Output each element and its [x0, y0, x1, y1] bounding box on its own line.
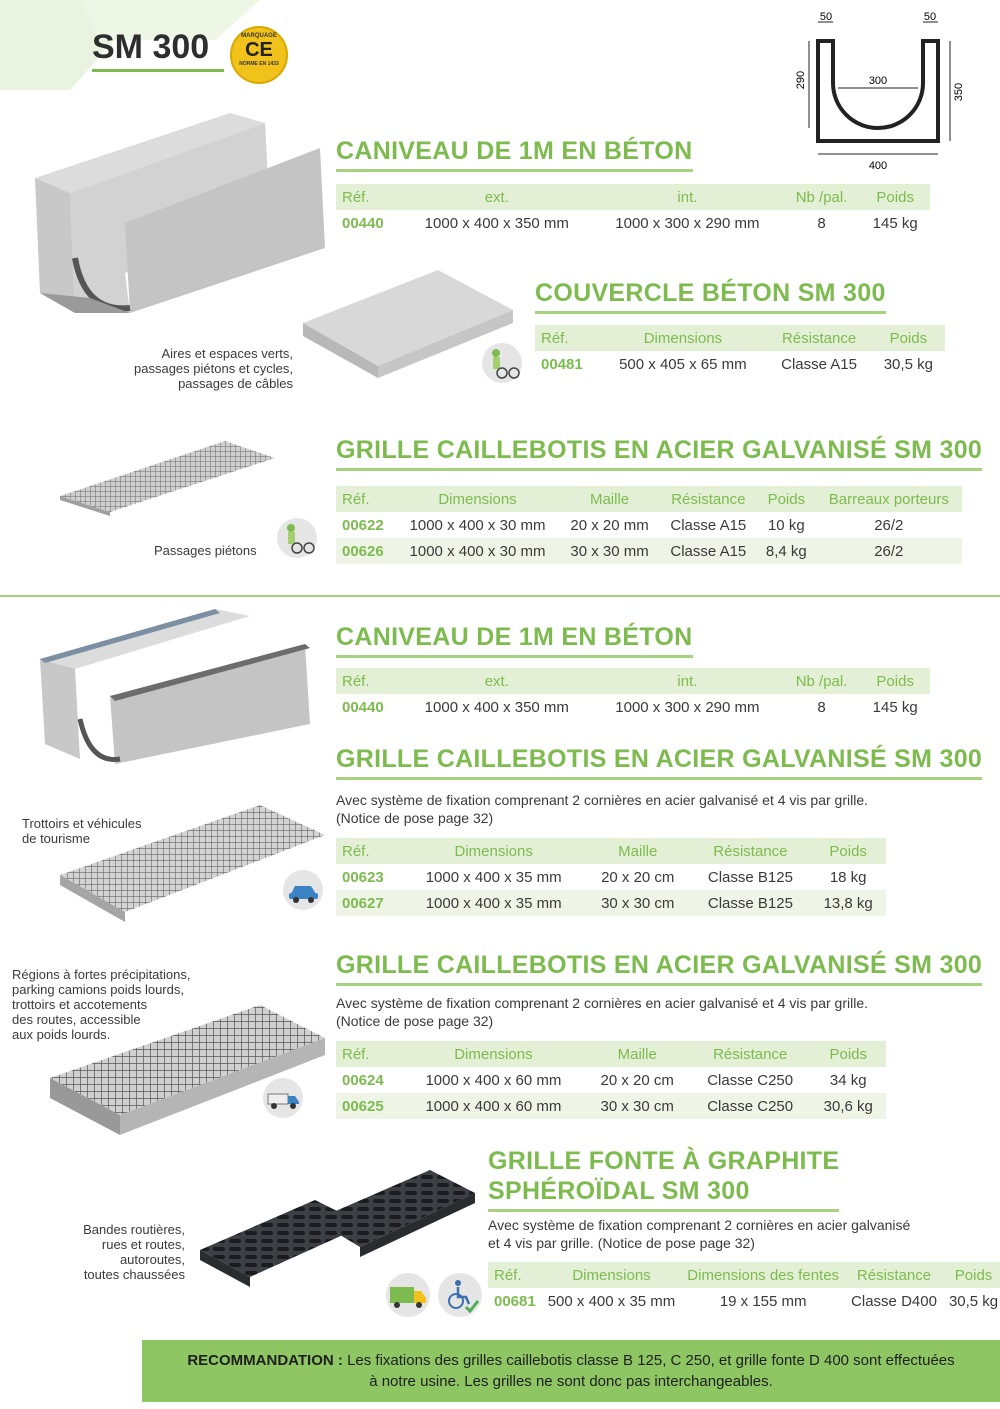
recommendation-line1: Les fixations des grilles caillebotis cl…	[347, 1352, 955, 1369]
truck-icon	[263, 1078, 303, 1118]
table-row: 00627 1000 x 400 x 35 mm 30 x 30 cm Clas…	[336, 890, 886, 916]
caniveau-spec-table: Réf. ext. int. Nb /pal. Poids 00440 1000…	[336, 184, 930, 236]
table-row: 00625 1000 x 400 x 60 mm 30 x 30 cm Clas…	[336, 1093, 886, 1119]
pedestrian-cyclist-icon	[277, 518, 317, 558]
table-header-row: Réf. ext. int. Nb /pal. Poids	[336, 184, 930, 210]
dim-left: 290	[795, 71, 807, 89]
table-header-row: Réf. Dimensions Maille Résistance Poids	[336, 838, 886, 864]
couvercle-title: COUVERCLE BÉTON SM 300	[535, 279, 886, 314]
caniveau-title: CANIVEAU DE 1M EN BÉTON	[336, 623, 693, 658]
dim-top-right: 50	[924, 11, 936, 23]
cross-section-diagram: 50 50 300 400 290 350	[795, 11, 965, 172]
table-row: 00440 1000 x 400 x 350 mm 1000 x 300 x 2…	[342, 214, 918, 232]
caniveau-beton-image	[40, 609, 310, 764]
table-header-row: Réf. Dimensions Dimensions des fentes Ré…	[488, 1262, 1000, 1288]
ce-mark-badge: MARQUAGE CE NORME EN 1433	[230, 26, 288, 84]
caniveau-spec-table: Réf. ext. int. Nb /pal. Poids 00440 1000…	[336, 668, 930, 720]
section-divider	[0, 595, 1000, 597]
table-header-row: Réf. Dimensions Résistance Poids	[535, 325, 945, 351]
dim-inner: 300	[869, 75, 887, 87]
grille-c250-description: Avec système de fixation comprenant 2 co…	[336, 995, 869, 1029]
wheelchair-accessible-icon	[438, 1273, 482, 1317]
table-header-row: Réf. Dimensions Maille Résistance Poids	[336, 1041, 886, 1067]
grille-b125-spec-table: Réf. Dimensions Maille Résistance Poids …	[336, 838, 886, 916]
caniveau-title: CANIVEAU DE 1M EN BÉTON	[336, 137, 693, 172]
grille-a15-spec-table: Réf. Dimensions Maille Résistance Poids …	[336, 486, 962, 564]
dim-right: 350	[953, 83, 965, 101]
table-row: 00622 1000 x 400 x 30 mm 20 x 20 mm Clas…	[342, 516, 904, 534]
recommendation-box: RECOMMANDATION : Les fixations des grill…	[142, 1340, 1000, 1402]
table-row: 00481 500 x 405 x 65 mm Classe A15 30,5 …	[541, 355, 933, 373]
grille-fonte-title: GRILLE FONTE À GRAPHITE SPHÉROÏDAL SM 30…	[488, 1146, 840, 1212]
grille-b125-title: GRILLE CAILLEBOTIS EN ACIER GALVANISÉ SM…	[336, 745, 983, 780]
page-title: SM 300	[92, 28, 224, 72]
couvercle-usage: Aires et espaces verts, passages piétons…	[134, 346, 293, 391]
table-row: 00440 1000 x 400 x 350 mm 1000 x 300 x 2…	[342, 698, 918, 716]
grille-caillebotis-c250-image	[50, 1005, 325, 1135]
grille-fonte-description: Avec système de fixation comprenant 2 co…	[488, 1217, 911, 1251]
grille-a15-usage: Passages piétons	[154, 543, 257, 558]
grille-c250-spec-table: Réf. Dimensions Maille Résistance Poids …	[336, 1041, 886, 1119]
pedestrian-cyclist-icon	[482, 343, 522, 383]
table-row: 00626 1000 x 400 x 30 mm 30 x 30 mm Clas…	[336, 538, 962, 564]
grille-b125-usage: Trottoirs et véhicules de tourisme	[22, 816, 142, 846]
grille-a15-title: GRILLE CAILLEBOTIS EN ACIER GALVANISÉ SM…	[336, 436, 983, 471]
couvercle-beton-image	[303, 270, 513, 378]
grille-fonte-spec-table: Réf. Dimensions Dimensions des fentes Ré…	[488, 1262, 1000, 1314]
grille-caillebotis-b125-image	[60, 805, 325, 922]
recommendation-line2: à notre usine. Les grilles ne sont donc …	[369, 1373, 773, 1390]
recommendation-label: RECOMMANDATION :	[187, 1352, 343, 1369]
grille-b125-description: Avec système de fixation comprenant 2 co…	[336, 792, 869, 826]
car-icon	[283, 870, 323, 910]
grille-fonte-usage: Bandes routières, rues et routes, autoro…	[83, 1222, 185, 1282]
grille-fonte-image	[200, 1170, 475, 1287]
table-row: 00681 500 x 400 x 35 mm 19 x 155 mm Clas…	[494, 1292, 999, 1310]
couvercle-spec-table: Réf. Dimensions Résistance Poids 00481 5…	[535, 325, 945, 377]
grille-c250-title: GRILLE CAILLEBOTIS EN ACIER GALVANISÉ SM…	[336, 951, 983, 986]
table-header-row: Réf. Dimensions Maille Résistance Poids …	[336, 486, 962, 512]
dim-bottom: 400	[869, 160, 887, 172]
dim-top-left: 50	[820, 11, 832, 23]
grille-c250-usage: Régions à fortes précipitations, parking…	[12, 967, 191, 1042]
table-row: 00624 1000 x 400 x 60 mm 20 x 20 cm Clas…	[342, 1071, 867, 1089]
header-decoration	[0, 0, 260, 90]
table-header-row: Réf. ext. int. Nb /pal. Poids	[336, 668, 930, 694]
caniveau-beton-image	[35, 113, 325, 313]
title-underline	[92, 69, 224, 72]
table-row: 00623 1000 x 400 x 35 mm 20 x 20 cm Clas…	[342, 868, 867, 886]
grille-caillebotis-image	[60, 441, 275, 516]
heavy-truck-icon	[386, 1273, 430, 1317]
